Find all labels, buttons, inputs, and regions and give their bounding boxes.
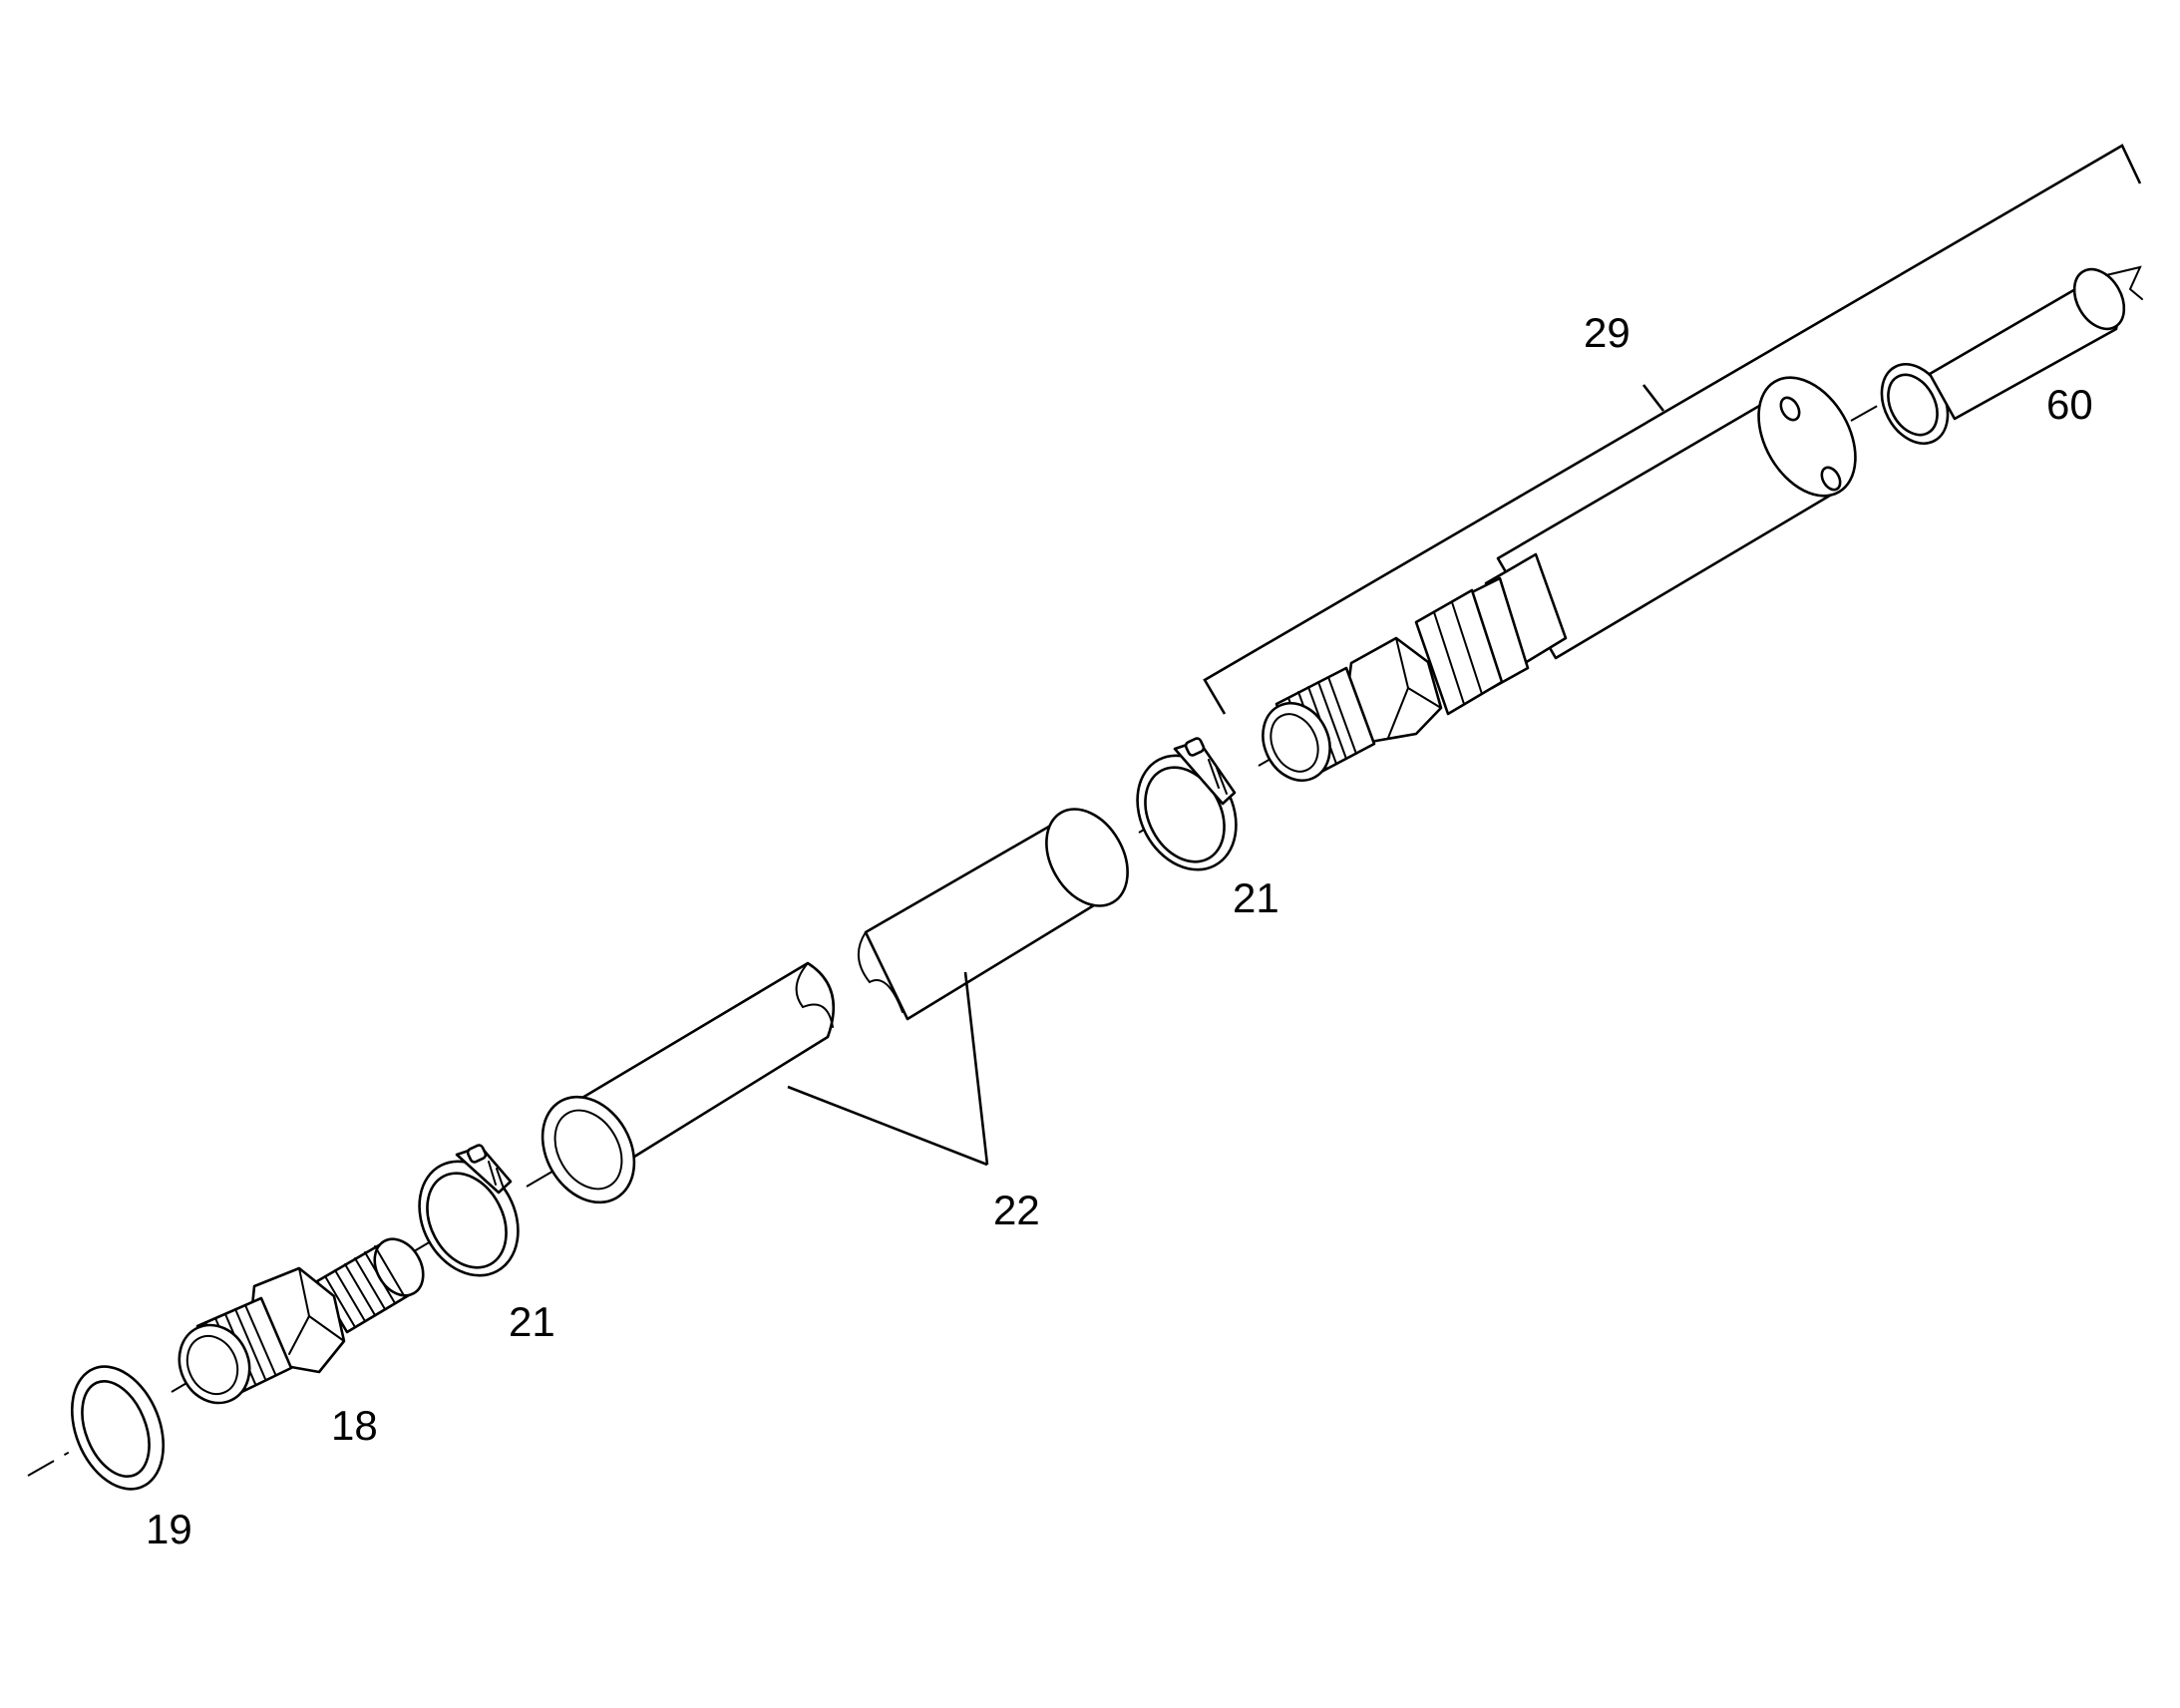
leader-22 [787, 971, 989, 1167]
part-60-seal-and-rod [1880, 265, 2143, 445]
part-18-hose-fitting [178, 1237, 425, 1405]
part-21-hose-clamp-lower [418, 1144, 520, 1277]
bracket-29 [1203, 144, 2142, 715]
part-19-washer [70, 1365, 166, 1491]
callout-21-upper: 21 [1233, 874, 1279, 921]
part-29-swivel-coupling [1262, 376, 1857, 782]
part-22-hose [541, 808, 1129, 1204]
callout-21-lower: 21 [509, 1298, 555, 1345]
callout-labels: 60 29 21 22 21 18 19 [146, 309, 2093, 1552]
callout-19: 19 [146, 1506, 192, 1552]
callout-29: 29 [1584, 309, 1631, 356]
callout-18: 18 [331, 1402, 378, 1449]
part-21-hose-clamp-upper [1136, 737, 1238, 871]
callout-22: 22 [993, 1187, 1040, 1233]
callout-60: 60 [2046, 381, 2093, 428]
